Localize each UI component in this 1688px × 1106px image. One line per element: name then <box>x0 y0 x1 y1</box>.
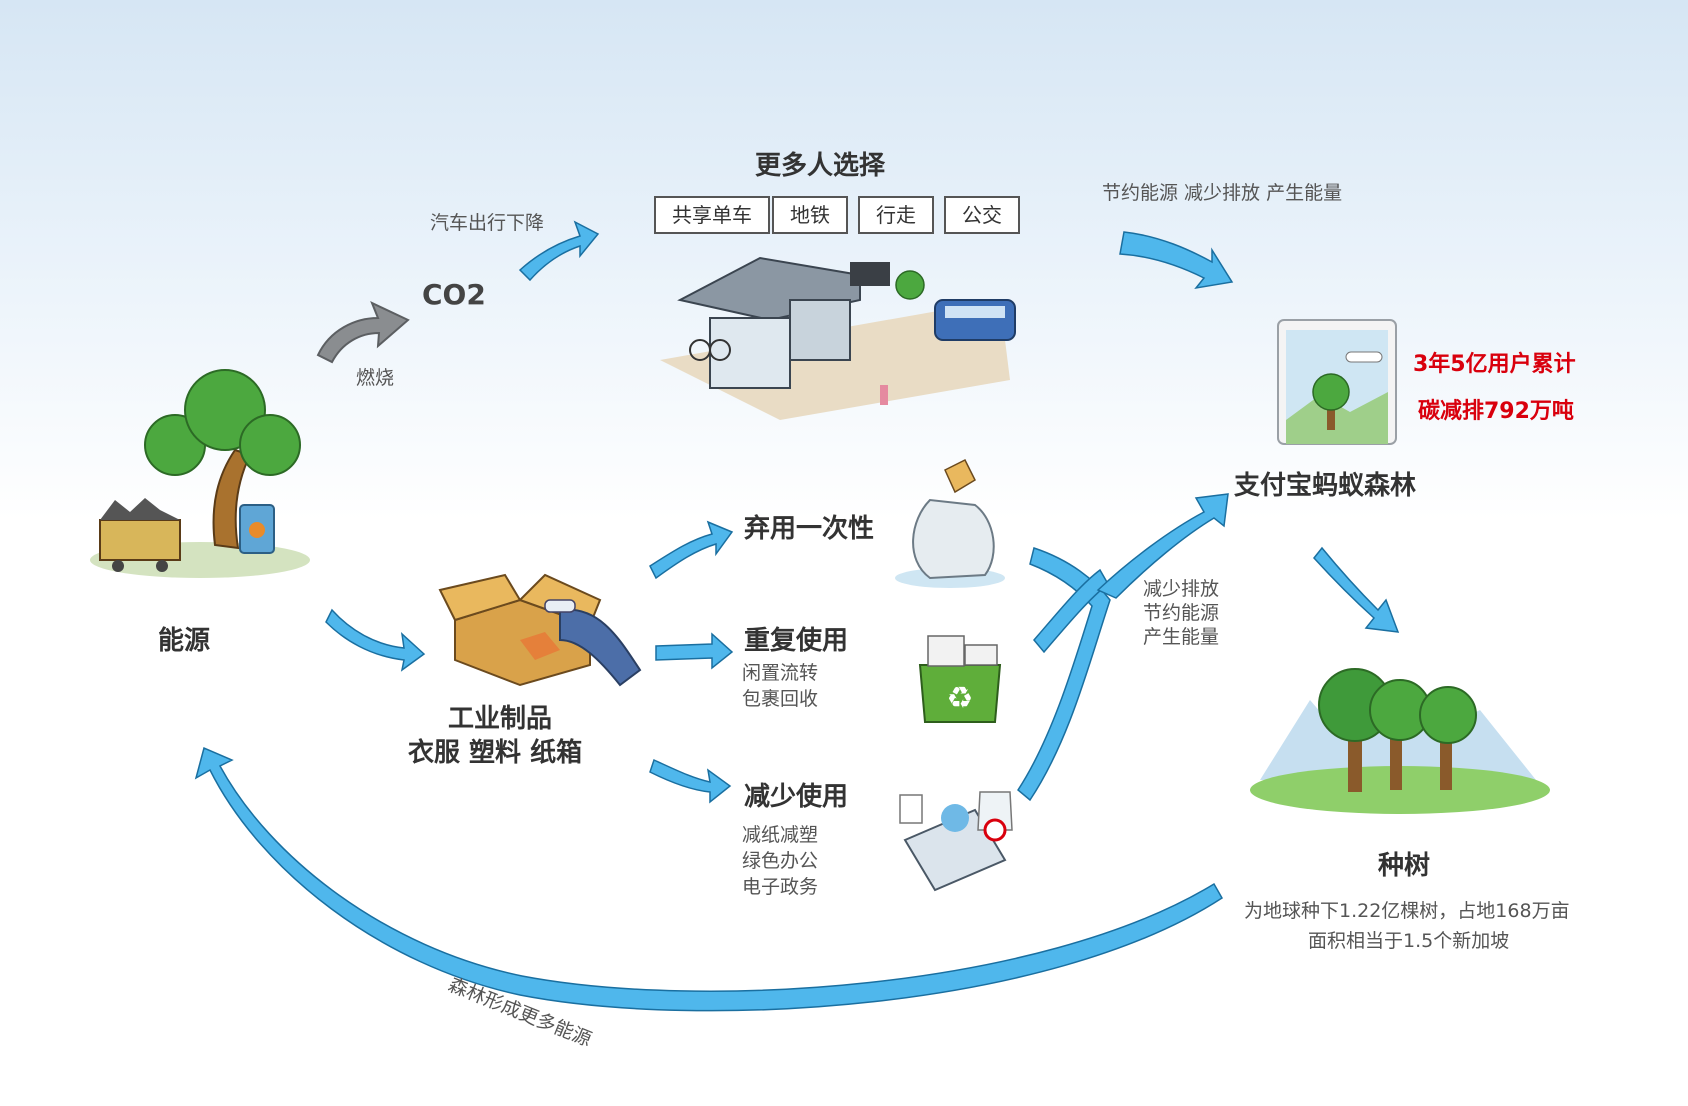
industrial-label: 工业制品 <box>448 704 553 734</box>
reuse-label: 重复使用 <box>744 626 849 656</box>
arrow-to-reuse <box>655 632 734 670</box>
benefit-mid-2: 节约能源 <box>1143 602 1220 624</box>
arrow-energy-industrial <box>325 608 426 672</box>
arrow-cycle <box>194 746 1224 1012</box>
reduce-sub-3: 电子政务 <box>742 876 819 898</box>
burn-label: 燃烧 <box>356 367 395 389</box>
users-stat: 3年5亿用户累计 <box>1413 352 1576 377</box>
car-decline-label: 汽车出行下降 <box>430 212 545 234</box>
more-people-title: 更多人选择 <box>755 151 886 181</box>
ant-forest-label: 支付宝蚂蚁森林 <box>1234 471 1417 501</box>
tag-bike: 共享单车 <box>654 196 770 234</box>
tag-subway: 地铁 <box>772 196 848 234</box>
arrow-burn <box>316 301 410 364</box>
arrow-car-decline <box>518 220 600 282</box>
arrow-benefit-top <box>1119 231 1234 290</box>
benefit-mid-3: 产生能量 <box>1143 626 1220 648</box>
reuse-sub-2: 包裹回收 <box>742 688 819 710</box>
arrow-to-abandon <box>649 520 734 580</box>
reduce-sub-1: 减纸减塑 <box>742 824 819 846</box>
tag-bus: 公交 <box>944 196 1020 234</box>
energy-label: 能源 <box>158 626 211 656</box>
reduce-sub-2: 绿色办公 <box>742 850 819 872</box>
reuse-sub-1: 闲置流转 <box>742 662 819 684</box>
plant-sub-1: 为地球种下1.22亿棵树，占地168万亩 <box>1244 900 1570 922</box>
arrow-to-plant <box>1313 546 1400 633</box>
carbon-stat: 碳减排792万吨 <box>1418 399 1574 424</box>
industrial-sub-label: 衣服 塑料 纸箱 <box>408 738 583 768</box>
benefit-top-label: 节约能源 减少排放 产生能量 <box>1102 182 1343 204</box>
reduce-label: 减少使用 <box>744 782 849 812</box>
co2-label: CO2 <box>422 278 486 311</box>
arrow-converge <box>1017 493 1229 802</box>
abandon-label: 弃用一次性 <box>744 514 875 544</box>
benefit-mid-1: 减少排放 <box>1143 578 1220 600</box>
plant-sub-2: 面积相当于1.5个新加坡 <box>1308 930 1510 952</box>
tag-walk: 行走 <box>858 196 934 234</box>
arrow-to-reduce <box>649 758 732 804</box>
plant-label: 种树 <box>1378 851 1431 881</box>
